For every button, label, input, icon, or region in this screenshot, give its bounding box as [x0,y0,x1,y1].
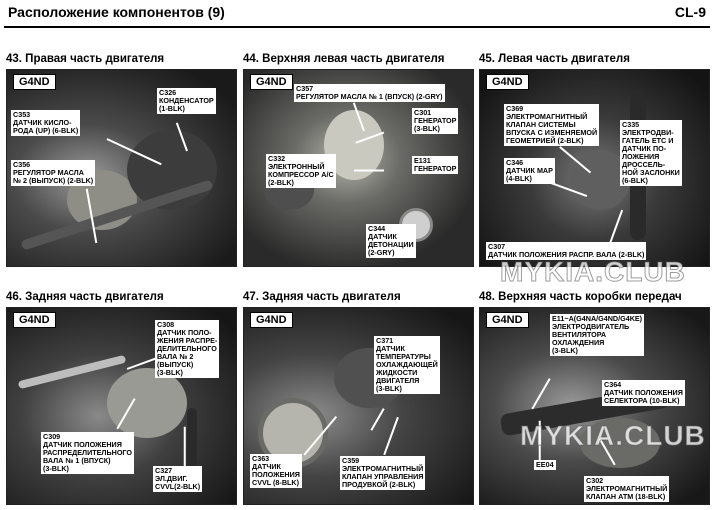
callout-c301: C301 ГЕНЕРАТОР (3-BLK) [412,108,459,134]
engine-code-badge: G4ND [13,74,56,90]
panel-title: 44. Верхняя левая часть двигателя [243,53,445,65]
callout-c332: C332 ЭЛЕКТРОННЫЙ КОМПРЕССОР А/С (2-BLK) [266,154,336,188]
engine-photo: G4ND C357 РЕГУЛЯТОР МАСЛА № 1 (ВПУСК) (2… [243,69,474,267]
callout-c364: C364 ДАТЧИК ПОЛОЖЕНИЯ СЕЛЕКТОРА (10-BLK) [602,380,685,406]
callout-ee04: EE04 [534,460,556,470]
engine-photo: G4ND C353 ДАТЧИК КИСЛО- РОДА (UP) (6-BLK… [6,69,237,267]
page-title: Расположение компонентов (9) [8,4,225,20]
callout-c326: C326 КОНДЕНСАТОР (1-BLK) [157,88,216,114]
engine-photo: G4ND C371 ДАТЧИК ТЕМПЕРАТУРЫ ОХЛАЖДАЮЩЕЙ… [243,307,474,505]
panel-44: 44. Верхняя левая часть двигателя G4ND C… [243,53,474,271]
callout-c344: C344 ДАТЧИК ДЕТОНАЦИИ (2-GRY) [366,224,416,258]
panel-title: 46. Задняя часть двигателя [6,291,164,303]
callout-c346: C346 ДАТЧИК MAP (4-BLK) [504,158,555,184]
callout-c363: C363 ДАТЧИК ПОЛОЖЕНИЯ CVVL (8-BLK) [250,454,302,488]
leader-line [354,170,384,172]
panel-45: 45. Левая часть двигателя G4ND C369 ЭЛЕК… [479,53,710,271]
leader-line [609,209,623,244]
callout-c302: C302 ЭЛЕКТРОМАГНИТНЫЙ КЛАПАН АТМ (18-BLK… [584,476,670,502]
callout-c327: C327 ЭЛ.ДВИГ. CVVL(2-BLK) [153,466,203,492]
callout-c357: C357 РЕГУЛЯТОР МАСЛА № 1 (ВПУСК) (2-GRY) [294,84,445,102]
engine-code-badge: G4ND [486,312,529,328]
panel-title: 48. Верхняя часть коробки передач [479,291,682,303]
callout-c307: C307 ДАТЧИК ПОЛОЖЕНИЯ РАСПР. ВАЛА (2-BLK… [486,242,647,260]
page-code: CL-9 [674,4,706,20]
callout-c369: C369 ЭЛЕКТРОМАГНИТНЫЙ КЛАПАН СИСТЕМЫ ВПУ… [504,104,600,146]
callout-c353: C353 ДАТЧИК КИСЛО- РОДА (UP) (6-BLK) [11,110,81,136]
leader-line [370,408,385,431]
callout-c309: C309 ДАТЧИК ПОЛОЖЕНИЯ РАСПРЕДЕЛИТЕЛЬНОГО… [41,432,134,474]
header-divider [4,26,710,28]
panel-48: 48. Верхняя часть коробки передач G4ND E… [479,291,710,509]
engine-code-badge: G4ND [250,312,293,328]
page-header: Расположение компонентов (9) CL-9 [0,0,714,28]
engine-photo: G4ND E11~A(G4NA/G4ND/G4KE) ЭЛЕКТРОДВИГАТ… [479,307,710,505]
callout-c308: C308 ДАТЧИК ПОЛО- ЖЕНИЯ РАСПРЕ- ДЕЛИТЕЛЬ… [155,320,220,378]
engine-code-badge: G4ND [250,74,293,90]
panel-43: 43. Правая часть двигателя G4ND C353 ДАТ… [6,53,237,271]
callout-e131: E131 ГЕНЕРАТОР [412,156,459,174]
watermark: MYKIA.CLUB [520,420,706,452]
panel-title: 47. Задняя часть двигателя [243,291,401,303]
panel-title: 45. Левая часть двигателя [479,53,630,65]
leader-line [184,426,186,467]
engine-code-badge: G4ND [13,312,56,328]
panel-46: 46. Задняя часть двигателя G4ND C308 ДАТ… [6,291,237,509]
engine-code-badge: G4ND [486,74,529,90]
callout-c356: C356 РЕГУЛЯТОР МАСЛА № 2 (ВЫПУСК) (2-BLK… [11,160,96,186]
engine-photo: G4ND C308 ДАТЧИК ПОЛО- ЖЕНИЯ РАСПРЕ- ДЕЛ… [6,307,237,505]
callout-c335: C335 ЭЛЕКТРОДВИ- ГАТЕЛЬ ETC И ДАТЧИК ПО-… [620,120,682,186]
leader-line [383,416,399,456]
callout-c371: C371 ДАТЧИК ТЕМПЕРАТУРЫ ОХЛАЖДАЮЩЕЙ ЖИДК… [374,336,440,394]
watermark: MYKIA.CLUB [500,256,686,288]
engine-photo: G4ND C369 ЭЛЕКТРОМАГНИТНЫЙ КЛАПАН СИСТЕМ… [479,69,710,267]
panel-title: 43. Правая часть двигателя [6,53,165,65]
callout-e11a: E11~A(G4NA/G4ND/G4KE) ЭЛЕКТРОДВИГАТЕЛЬ В… [550,314,645,356]
leader-line [531,378,551,410]
callout-c359: C359 ЭЛЕКТРОМАГНИТНЫЙ КЛАПАН УПРАВЛЕНИЯ … [340,456,426,490]
panel-47: 47. Задняя часть двигателя G4ND C371 ДАТ… [243,291,474,509]
